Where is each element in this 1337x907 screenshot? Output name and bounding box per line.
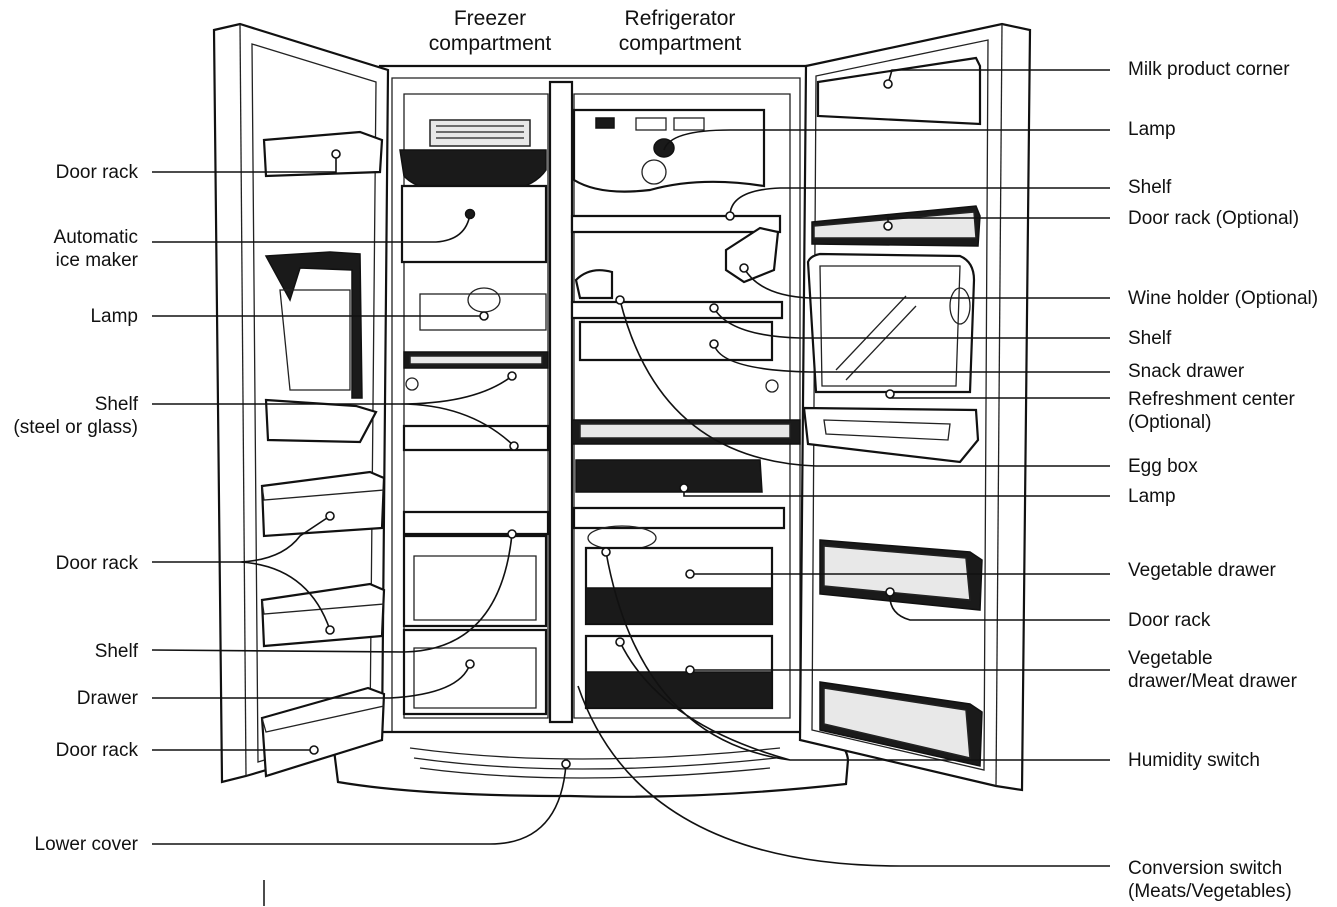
label-door-rack-optional: Door rack (Optional) bbox=[1128, 208, 1300, 229]
label-door-rack-top: Door rack bbox=[55, 162, 138, 183]
freezer-door bbox=[212, 22, 390, 784]
heading-freezer: Freezer compartment bbox=[428, 7, 552, 55]
label-wine-holder-optional: Wine holder (Optional) bbox=[1128, 288, 1319, 309]
label-vegetable-drawer: Vegetable drawer bbox=[1128, 560, 1276, 581]
label-lamp-freezer: Lamp bbox=[90, 306, 138, 327]
label-door-rack-middle: Door rack bbox=[55, 553, 138, 574]
heading-refrigerator: Refrigerator compartment bbox=[618, 7, 742, 55]
label-shelf-freezer: Shelf bbox=[94, 641, 138, 662]
label-automatic-ice-maker: Automatic ice maker bbox=[53, 227, 138, 271]
label-shelf-top: Shelf bbox=[1128, 177, 1172, 198]
callout-dots bbox=[309, 79, 895, 769]
label-egg-box: Egg box bbox=[1128, 456, 1198, 477]
label-conversion-switch: Conversion switch (Meats/Vegetables) bbox=[1128, 858, 1292, 902]
label-vegetable-meat-drawer: Vegetable drawer/Meat drawer bbox=[1128, 648, 1297, 692]
label-door-rack-bottom: Door rack bbox=[55, 740, 138, 761]
refrigerator-door bbox=[798, 22, 1032, 792]
label-lamp-lower: Lamp bbox=[1128, 486, 1176, 507]
freezer-interior bbox=[399, 119, 550, 716]
label-shelf-steel-glass: Shelf (steel or glass) bbox=[13, 394, 138, 438]
label-milk-product-corner: Milk product corner bbox=[1128, 59, 1290, 80]
label-drawer: Drawer bbox=[76, 688, 138, 709]
label-refreshment-center: Refreshment center (Optional) bbox=[1128, 389, 1295, 433]
label-snack-drawer: Snack drawer bbox=[1128, 361, 1245, 382]
left-leader-lines bbox=[151, 154, 567, 845]
label-door-rack-right: Door rack bbox=[1128, 610, 1211, 631]
label-lamp-top: Lamp bbox=[1128, 119, 1176, 140]
label-shelf-middle: Shelf bbox=[1128, 328, 1172, 349]
label-humidity-switch: Humidity switch bbox=[1128, 750, 1260, 771]
label-lower-cover: Lower cover bbox=[34, 834, 139, 855]
